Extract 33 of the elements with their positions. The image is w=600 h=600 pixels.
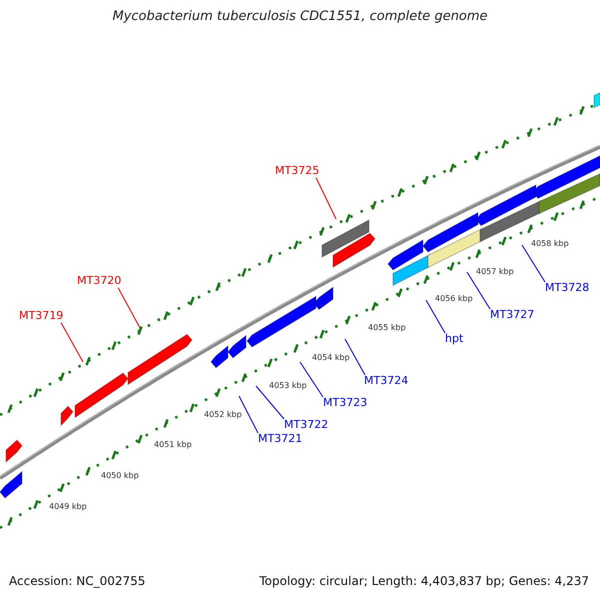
leader-line <box>238 396 258 434</box>
footer-text: Topology: circular; Length: 4,403,837 bp; Genes: 4,237 <box>259 575 589 589</box>
scale-label: 4058 kbp <box>531 239 569 248</box>
footer-text: Accession: NC_002755 <box>9 575 146 589</box>
leader-line <box>426 300 446 334</box>
leader-line <box>344 338 366 376</box>
gene-label: MT3720 <box>77 275 122 288</box>
scale-label: 4052 kbp <box>204 410 242 420</box>
leader-line <box>60 322 84 362</box>
leader-line <box>300 362 324 398</box>
title: Mycobacterium tuberculosis CDC1551, complete genome <box>111 10 489 25</box>
gene-label: MT3721 <box>258 433 302 446</box>
scale-label: 4050 kbp <box>101 471 139 480</box>
gene-label: MT3725 <box>275 165 320 178</box>
leader-line <box>522 244 546 282</box>
gene-label: MT3723 <box>323 397 368 410</box>
scale-label: 4053 kbp <box>269 381 307 390</box>
gene-label: MT3724 <box>364 375 408 388</box>
scale-label: 4055 kbp <box>368 323 406 332</box>
scale-label: 4051 kbp <box>154 440 192 450</box>
leader-line <box>466 272 490 310</box>
scale-label: 4057 kbp <box>476 267 514 276</box>
leader-line <box>316 177 336 220</box>
gene-label: hpt <box>445 333 464 346</box>
leader-line <box>118 287 140 328</box>
scale-label: 4049 kbp <box>49 502 87 512</box>
gene-label: MT3722 <box>284 419 328 432</box>
gene-label: MT3719 <box>19 310 64 323</box>
gene-label: MT3727 <box>490 309 534 322</box>
leader-line <box>256 386 284 420</box>
scale-label: 4056 kbp <box>435 294 473 304</box>
gene-label: MT3728 <box>545 282 590 295</box>
scale-label: 4054 kbp <box>312 353 350 362</box>
